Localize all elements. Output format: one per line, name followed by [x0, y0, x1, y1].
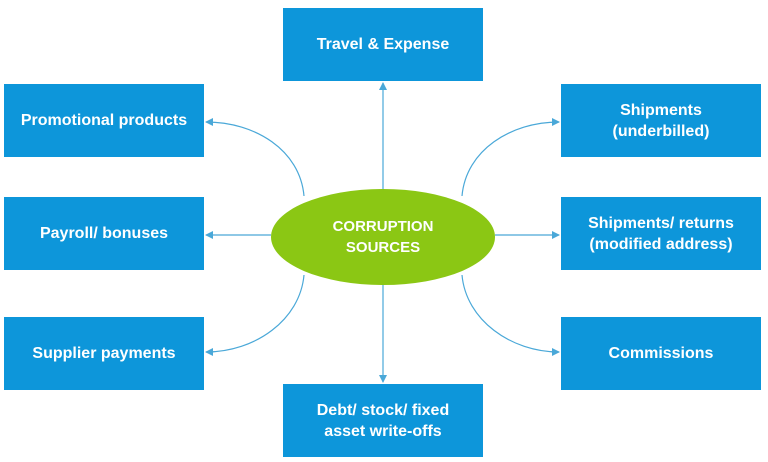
- source-box-commissions: Commissions: [561, 317, 761, 390]
- source-box-supplier-payments: Supplier payments: [4, 317, 204, 390]
- source-label-commissions: Commissions: [608, 345, 714, 362]
- source-box-shipments-returns: Shipments/ returns (modified address): [561, 197, 761, 270]
- source-box-payroll-bonuses: Payroll/ bonuses: [4, 197, 204, 270]
- source-label-shipments-returns: Shipments/ returns (modified address): [588, 214, 734, 253]
- center-label: CORRUPTION SOURCES: [332, 218, 434, 256]
- source-box-travel-expense: Travel & Expense: [283, 8, 483, 81]
- connector-commissions: [461, 274, 560, 356]
- source-label-supplier-payments: Supplier payments: [32, 345, 176, 362]
- source-label-shipments-underbilled: Shipments (underbilled): [612, 101, 710, 140]
- source-box-debt-write-offs: Debt/ stock/ fixed asset write-offs: [283, 384, 483, 457]
- source-label-promotional-products: Promotional products: [20, 112, 188, 129]
- source-label-payroll-bonuses: Payroll/ bonuses: [39, 225, 169, 242]
- source-label-debt-write-offs: Debt/ stock/ fixed asset write-offs: [316, 401, 450, 440]
- connector-shipments-underbilled: [461, 118, 560, 197]
- connector-supplier: [205, 274, 305, 356]
- source-label-travel-expense: Travel & Expense: [316, 36, 450, 53]
- center-node-corruption-sources: CORRUPTION SOURCES: [271, 189, 495, 285]
- source-box-shipments-underbilled: Shipments (underbilled): [561, 84, 761, 157]
- source-box-promotional-products: Promotional products: [4, 84, 204, 157]
- connector-promotional: [205, 118, 305, 197]
